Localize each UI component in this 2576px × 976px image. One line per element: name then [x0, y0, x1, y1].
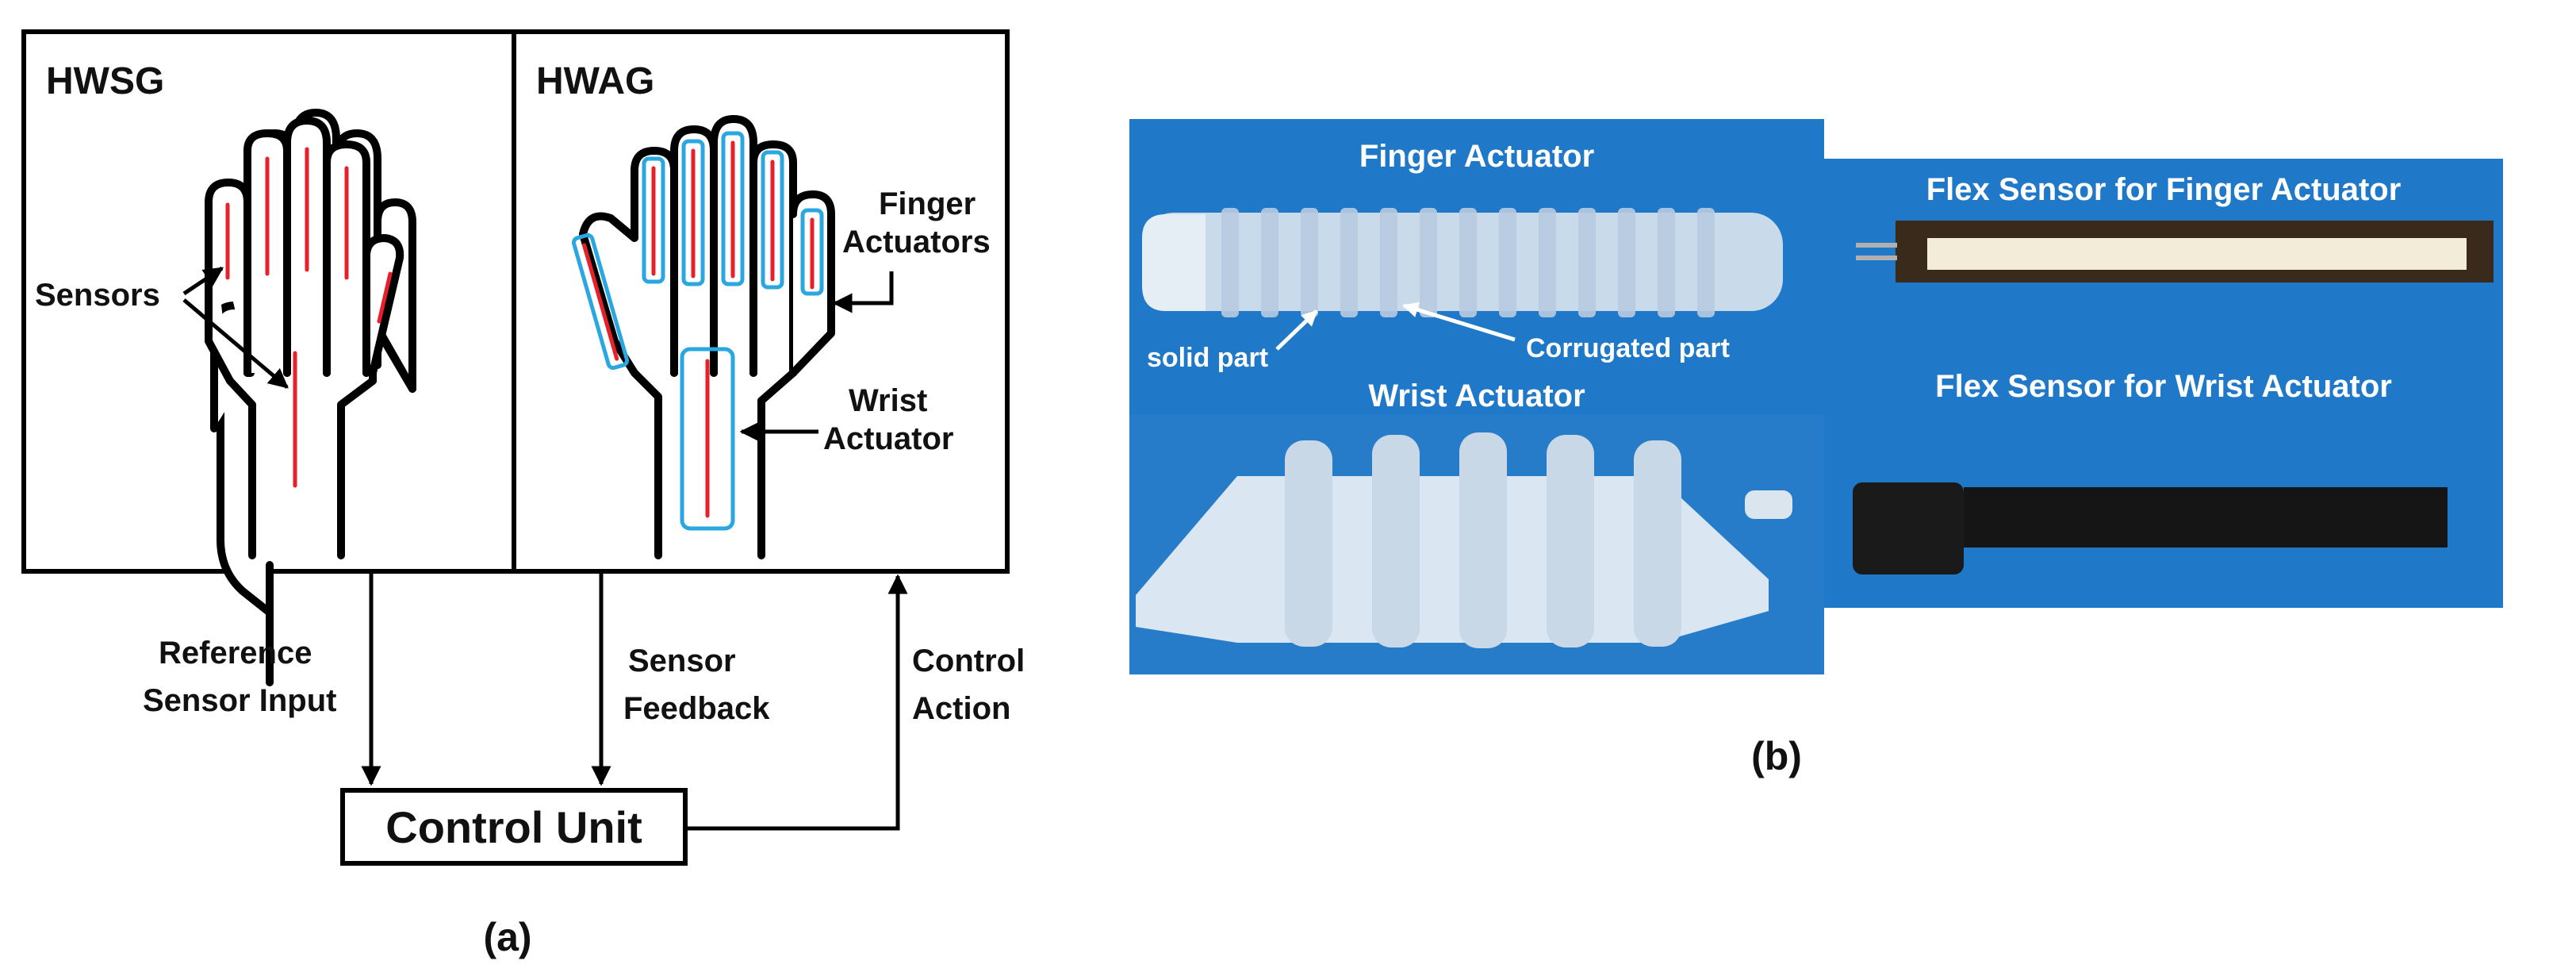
- hwsg-title: HWSG: [46, 60, 164, 102]
- sensors-label: Sensors: [35, 278, 160, 313]
- hwag-title: HWAG: [536, 60, 654, 102]
- finger-actuators: [571, 131, 824, 371]
- control-unit-box: [340, 788, 688, 866]
- sensor-feedback-label-line1: Sensor: [628, 644, 736, 678]
- panel-a-diagram: HWSG HWAG Sensors: [21, 29, 1025, 959]
- finger-actuator-title: Finger Actuator: [1359, 139, 1594, 174]
- finger-actuators-label-line2: Actuators: [842, 225, 991, 259]
- finger-actuators-arrow: [832, 271, 894, 313]
- sensor-feedback-label-line2: Feedback: [623, 691, 770, 726]
- wrist-actuator-label-line2: Actuator: [823, 421, 953, 456]
- control-action-label-line1: Control: [912, 644, 1025, 678]
- sensors-arrow-finger: [182, 266, 224, 296]
- corrugated-part-arrow: [1402, 302, 1516, 342]
- hwsg-hand-outline: [205, 117, 404, 559]
- reference-input-label-line1: Reference: [159, 636, 312, 671]
- corrugated-part-label: Corrugated part: [1526, 333, 1730, 363]
- control-action-label-line2: Action: [912, 691, 1010, 726]
- control-unit-label: Control Unit: [385, 802, 642, 852]
- wrist-actuator-photo: [1136, 432, 1792, 648]
- caption-b: (b): [1751, 734, 1802, 778]
- wrist-actuator-title: Wrist Actuator: [1368, 378, 1585, 413]
- wrist-actuator: [680, 347, 735, 531]
- flex-finger-title: Flex Sensor for Finger Actuator: [1926, 172, 2402, 207]
- solid-part-label: solid part: [1147, 343, 1268, 373]
- finger-flex-sensor: [1856, 221, 2494, 282]
- caption-a: (a): [483, 915, 531, 959]
- flex-wrist-title: Flex Sensor for Wrist Actuator: [1935, 369, 2392, 404]
- sensors-arrow-wrist: [182, 298, 289, 389]
- finger-actuators-label-line1: Finger: [879, 186, 976, 221]
- control-action-arrow: [687, 574, 908, 831]
- panel-b-photos: Finger Actuator solid part Corrugated pa…: [1129, 119, 2503, 778]
- wrist-actuator-label-line1: Wrist: [849, 383, 927, 418]
- solid-part-arrow: [1275, 309, 1318, 351]
- wrist-flex-sensor: [1853, 482, 2448, 574]
- reference-input-label-line2: Sensor Input: [143, 683, 336, 718]
